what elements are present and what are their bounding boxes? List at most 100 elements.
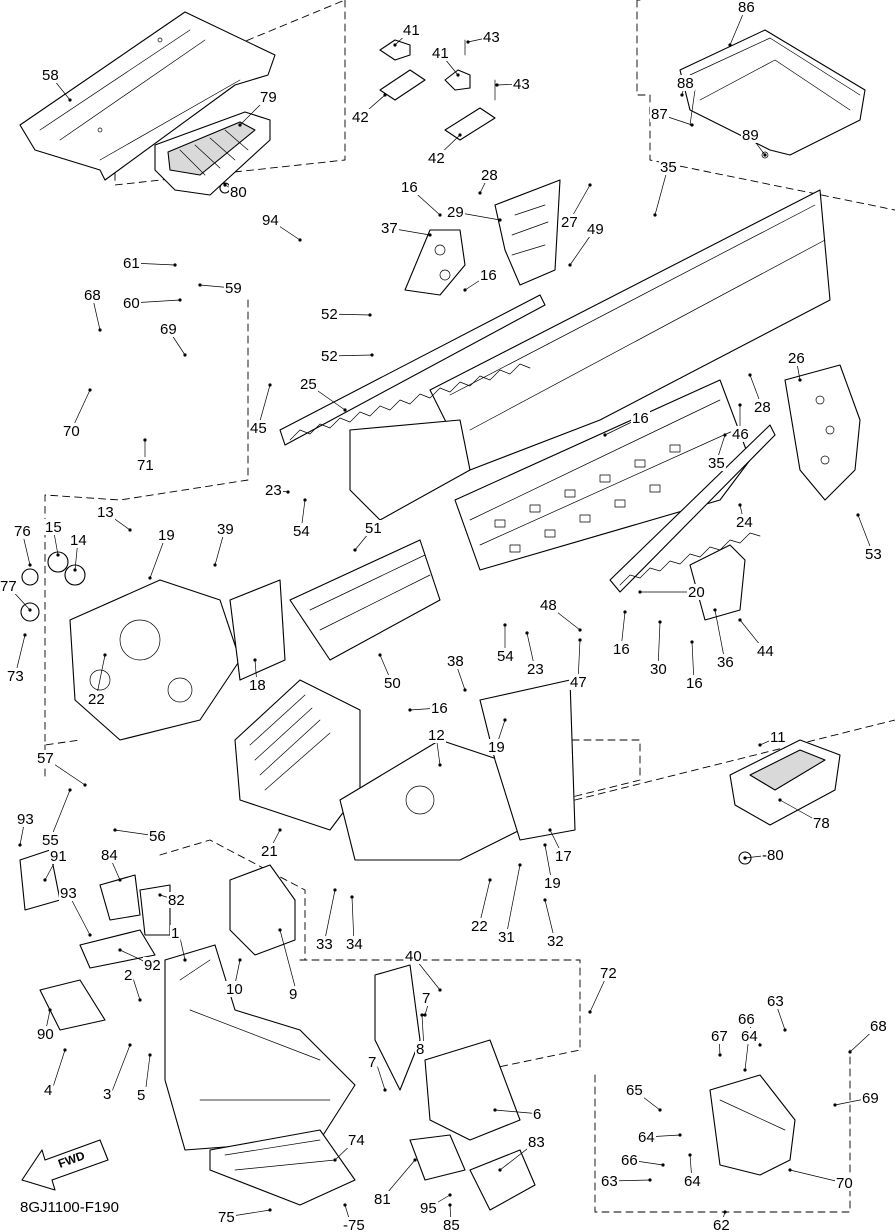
callout-bg-c42a bbox=[351, 109, 370, 125]
callout-bg-c7a bbox=[421, 990, 432, 1006]
leader-end-c87 bbox=[690, 123, 694, 127]
callout-c5: 5 bbox=[137, 1087, 145, 1104]
callout-bg-c41b bbox=[431, 45, 450, 61]
leader-end-c90 bbox=[48, 1008, 52, 1012]
callout-bg-c37 bbox=[380, 220, 399, 236]
callout-c60: 60 bbox=[123, 295, 140, 312]
callout-bg-c78 bbox=[812, 815, 831, 831]
callout-bg-c10 bbox=[225, 981, 244, 997]
callout-c63a: 63 bbox=[767, 993, 784, 1010]
callout-c16a: 16 bbox=[401, 179, 418, 196]
leader-end-c55 bbox=[68, 788, 72, 792]
callout-c54b: 54 bbox=[497, 648, 514, 665]
callout-c63b: 63 bbox=[601, 1173, 618, 1190]
callout-bg-c74 bbox=[347, 1132, 366, 1148]
callout-c69b: 69 bbox=[862, 1090, 879, 1107]
callout-bg-c19a bbox=[157, 527, 176, 543]
callout-bg-c46 bbox=[731, 426, 750, 442]
leader-end-c43a bbox=[466, 40, 470, 44]
drawing-code: 8GJ1100-F190 bbox=[20, 1199, 119, 1216]
callout-c32: 32 bbox=[547, 933, 564, 950]
leader-end-c47 bbox=[578, 638, 582, 642]
leader-end-c12 bbox=[438, 763, 442, 767]
callout-c24: 24 bbox=[736, 514, 753, 531]
leader-end-c66b bbox=[661, 1163, 665, 1167]
callout-c7a: 7 bbox=[422, 990, 430, 1007]
callout-bg-c57 bbox=[36, 750, 55, 766]
callout-c58: 58 bbox=[42, 67, 59, 84]
leader-end-c56 bbox=[113, 828, 117, 832]
callout-bg-c23a bbox=[264, 482, 283, 498]
callout-c52a: 52 bbox=[321, 306, 338, 323]
callout-bg-c38 bbox=[446, 653, 465, 669]
leader-end-c35a bbox=[653, 213, 657, 217]
callout-bg-c64c bbox=[683, 1173, 702, 1189]
leader-end-c68a bbox=[98, 328, 102, 332]
callout-bg-c21 bbox=[260, 843, 279, 859]
callout-c95: 95 bbox=[420, 1200, 437, 1217]
leader-c55 bbox=[49, 789, 71, 841]
callout-bg-c55 bbox=[41, 832, 60, 848]
leader-end-c3 bbox=[128, 1043, 132, 1047]
callout-bg-c3 bbox=[102, 1086, 113, 1102]
callout-c66b: 66 bbox=[621, 1152, 638, 1169]
callout-bg-c85 bbox=[442, 1217, 461, 1232]
callout-c72: 72 bbox=[600, 965, 617, 982]
callout-c94: 94 bbox=[262, 212, 279, 229]
leader-end-c95 bbox=[448, 1193, 452, 1197]
leader-end-c88 bbox=[680, 93, 684, 97]
callout-c64c: 64 bbox=[684, 1173, 701, 1190]
leader-end-c26 bbox=[798, 378, 802, 382]
callout-c74: 74 bbox=[348, 1132, 365, 1149]
leader-end-c13 bbox=[128, 528, 132, 532]
leader-end-c8 bbox=[420, 1013, 424, 1017]
callout-bg-c32 bbox=[546, 933, 565, 949]
leader-end-c50 bbox=[378, 653, 382, 657]
callout-c59: 59 bbox=[225, 280, 242, 297]
callout-bg-c69a bbox=[159, 321, 178, 337]
callout-c71: 71 bbox=[137, 457, 154, 474]
leader-end-c10 bbox=[238, 958, 242, 962]
callout-c14: 14 bbox=[70, 532, 87, 549]
leader-end-c25 bbox=[343, 408, 347, 412]
leader-end-c14 bbox=[73, 568, 77, 572]
callout-c68b: 68 bbox=[870, 1018, 887, 1035]
leader-end-c63a bbox=[783, 1028, 787, 1032]
leader-end-c64b bbox=[678, 1133, 682, 1137]
leader-end-c54b bbox=[503, 623, 507, 627]
callout-bg-c27 bbox=[560, 214, 579, 230]
callout-c47: 47 bbox=[570, 674, 587, 691]
leader-end-c54a bbox=[303, 498, 307, 502]
callout-bg-c42b bbox=[427, 150, 446, 166]
leader-end-c46 bbox=[738, 403, 742, 407]
callout-c23a: 23 bbox=[265, 482, 282, 499]
callout-c15: 15 bbox=[45, 519, 62, 536]
callout-bg-c43b bbox=[512, 76, 531, 92]
part-74-skid bbox=[209, 1129, 356, 1206]
leader-end-c7a bbox=[423, 1013, 427, 1017]
leader-end-c19a bbox=[148, 576, 152, 580]
callout-c43a: 43 bbox=[483, 29, 500, 46]
leader-end-c92 bbox=[118, 948, 122, 952]
callout-bg-c4 bbox=[43, 1082, 54, 1098]
callout-c35a: 35 bbox=[660, 159, 677, 176]
callout-c16c: 16 bbox=[632, 410, 649, 427]
leader-end-c70b bbox=[788, 1168, 792, 1172]
callout-c84: 84 bbox=[101, 847, 118, 864]
callout-c26: 26 bbox=[788, 350, 805, 367]
leader-end-c66a bbox=[758, 1043, 762, 1047]
callout-bg-c5 bbox=[136, 1087, 147, 1103]
callout-bg-c76 bbox=[13, 523, 32, 539]
leader-end-c79 bbox=[238, 123, 242, 127]
leader-end-c22b bbox=[488, 878, 492, 882]
callout-c80a: 80 bbox=[230, 184, 247, 201]
callout-c42b: 42 bbox=[428, 150, 445, 167]
leader-end-c86 bbox=[728, 43, 732, 47]
callout-c86: 86 bbox=[738, 0, 755, 16]
leader-end-c28a bbox=[478, 191, 482, 195]
rails bbox=[279, 294, 776, 593]
callout-bg-c20 bbox=[687, 584, 706, 600]
callout-bg-c60 bbox=[122, 295, 141, 311]
